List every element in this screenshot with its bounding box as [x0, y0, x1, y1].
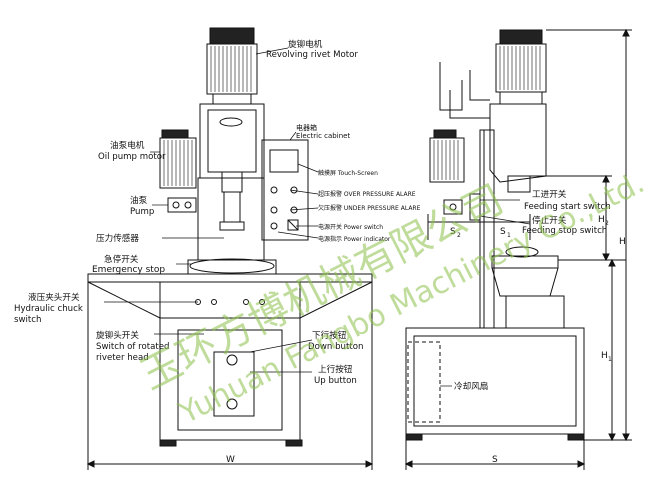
label-feedstop-cn: 停止开关 [532, 214, 567, 226]
emergency-stop [189, 258, 275, 274]
side-view [404, 28, 632, 470]
label-down-en: Down button [308, 342, 363, 352]
label-up-cn: 上行按钮 [318, 363, 353, 375]
lower-cabinet [159, 317, 301, 441]
side-motor [499, 29, 543, 45]
label-estop-cn: 急停开关 [104, 253, 139, 265]
label-cabinet-en: Electric cabinet [296, 132, 350, 140]
dim-h2: H [598, 215, 605, 225]
label-up-en: Up button [314, 376, 357, 386]
pump [167, 197, 197, 213]
dim-s2: S [450, 227, 456, 237]
label-touch: 触摸屏 Touch-Screen [318, 169, 378, 177]
oil-pump-motor [161, 129, 189, 139]
label-chuck-en2: switch [14, 315, 41, 325]
label-overp: 超压报警 OVER PRESSURE ALARE [318, 190, 416, 198]
dim-w: W [226, 455, 235, 465]
label-cabinet-cn: 电器箱 [296, 123, 317, 132]
label-rot-en1: Switch of rotated [96, 342, 170, 352]
side-leaders [479, 199, 531, 225]
label-feedstop-en: Feeding stop switch [522, 226, 607, 236]
door-panel [213, 351, 255, 417]
label-sensor: 压力传感器 [96, 232, 139, 244]
label-rot-en2: riveter head [96, 353, 149, 363]
label-estop-en: Emergency stop [92, 265, 165, 275]
label-pump-cn: 油泵 [130, 194, 148, 206]
label-chuck-cn: 液压夹头开关 [28, 291, 80, 303]
dimension-labels: W S H H 1 H 2 S 1 S 2 [226, 215, 626, 465]
dim-h1-sub: 1 [608, 356, 612, 363]
rivet-motor [209, 27, 255, 45]
label-down-cn: 下行按钮 [312, 329, 347, 341]
label-fan: 冷却风扇 [454, 380, 488, 392]
label-rot-cn: 旋铆头开关 [96, 329, 139, 341]
label-chuck-en1: Hydraulic chuck [14, 304, 83, 314]
dim-s: S [492, 455, 498, 465]
touch-screen [269, 149, 299, 173]
side-cabinet [405, 327, 585, 435]
feed-switch-block [469, 193, 481, 221]
cooling-fan [407, 341, 441, 423]
labels: 旋铆电机 Revolving rivet Motor 电器箱 Electric … [14, 38, 611, 392]
label-underp: 欠压报警 UNDER PRESSURE ALARE [318, 204, 421, 212]
front-leaders [104, 47, 319, 373]
riveter-head [199, 103, 265, 179]
label-feedstart-en: Feeding start switch [524, 202, 611, 212]
electric-cabinet [261, 139, 309, 241]
label-powerind: 电源指示 Power indicator [318, 235, 391, 243]
label-pump-en: Pump [130, 207, 154, 217]
label-oilmotor-en: Oil pump motor [98, 152, 166, 162]
front-view [86, 27, 374, 470]
dim-s1: S [500, 227, 506, 237]
dim-h1: H [601, 351, 608, 361]
label-motor-en: Revolving rivet Motor [266, 50, 358, 60]
label-feedstart-cn: 工进开关 [532, 188, 567, 200]
column [197, 177, 265, 261]
label-motor-cn: 旋铆电机 [288, 38, 323, 50]
label-oilmotor-cn: 油泵电机 [110, 139, 145, 151]
dim-s1-sub: 1 [507, 232, 511, 239]
label-powersw: 电源开关 Power switch [318, 223, 383, 231]
dim-h2-sub: 2 [605, 220, 609, 227]
dim-h: H [619, 237, 626, 247]
dim-s2-sub: 2 [457, 232, 461, 239]
